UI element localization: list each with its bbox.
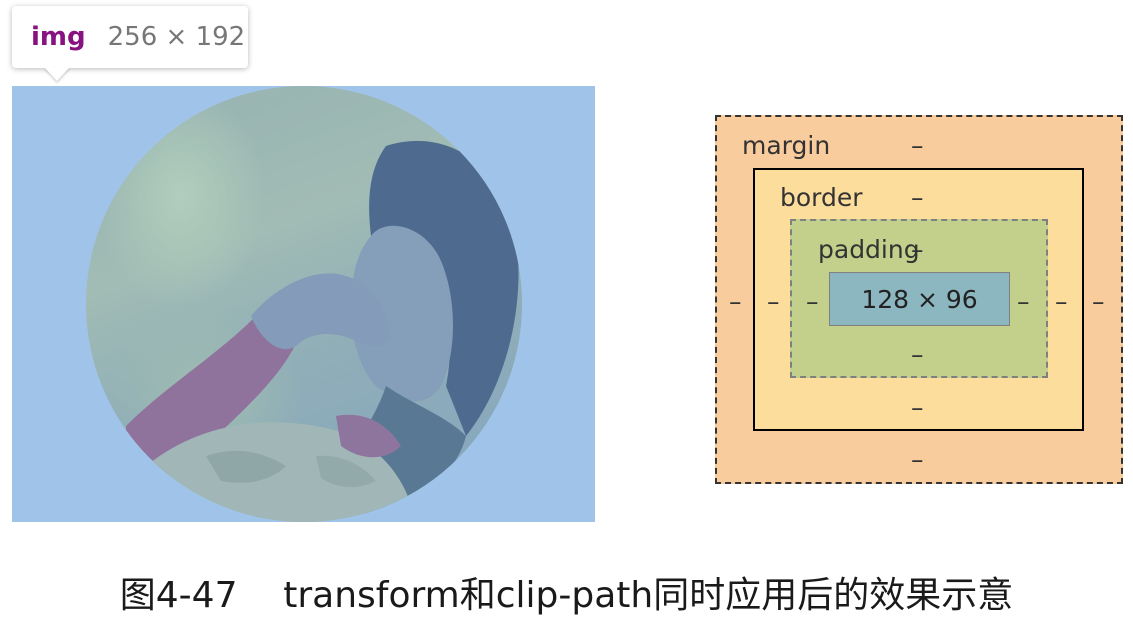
margin-label: margin bbox=[742, 131, 831, 160]
tooltip-dimensions: 256 × 192 bbox=[107, 22, 246, 52]
margin-bottom-value: – bbox=[911, 445, 924, 474]
box-model-content: 128 × 96 bbox=[829, 272, 1010, 326]
padding-top-value: – bbox=[911, 235, 924, 264]
tooltip-arrow bbox=[44, 67, 70, 81]
margin-right-value: – bbox=[1092, 287, 1105, 316]
padding-left-value: – bbox=[806, 287, 819, 316]
figure-caption: 图4-47 transform和clip-path同时应用后的效果示意 bbox=[119, 575, 1014, 616]
padding-right-value: – bbox=[1017, 287, 1030, 316]
margin-left-value: – bbox=[729, 287, 742, 316]
border-bottom-value: – bbox=[911, 393, 924, 422]
margin-top-value: – bbox=[911, 131, 924, 160]
portrait-illustration bbox=[126, 140, 519, 522]
clipped-portrait-image bbox=[86, 86, 522, 522]
element-tooltip: img 256 × 192 bbox=[12, 6, 248, 81]
tooltip-tag-name: img bbox=[31, 22, 86, 52]
content-size-label: 128 × 96 bbox=[861, 284, 978, 314]
element-highlight-overlay[interactable] bbox=[12, 86, 595, 522]
highlight-tint bbox=[86, 86, 522, 522]
border-label: border bbox=[780, 183, 863, 212]
border-top-value: – bbox=[911, 183, 924, 212]
border-right-value: – bbox=[1055, 287, 1068, 316]
padding-bottom-value: – bbox=[911, 340, 924, 369]
border-left-value: – bbox=[767, 287, 780, 316]
padding-label: padding bbox=[818, 235, 920, 264]
